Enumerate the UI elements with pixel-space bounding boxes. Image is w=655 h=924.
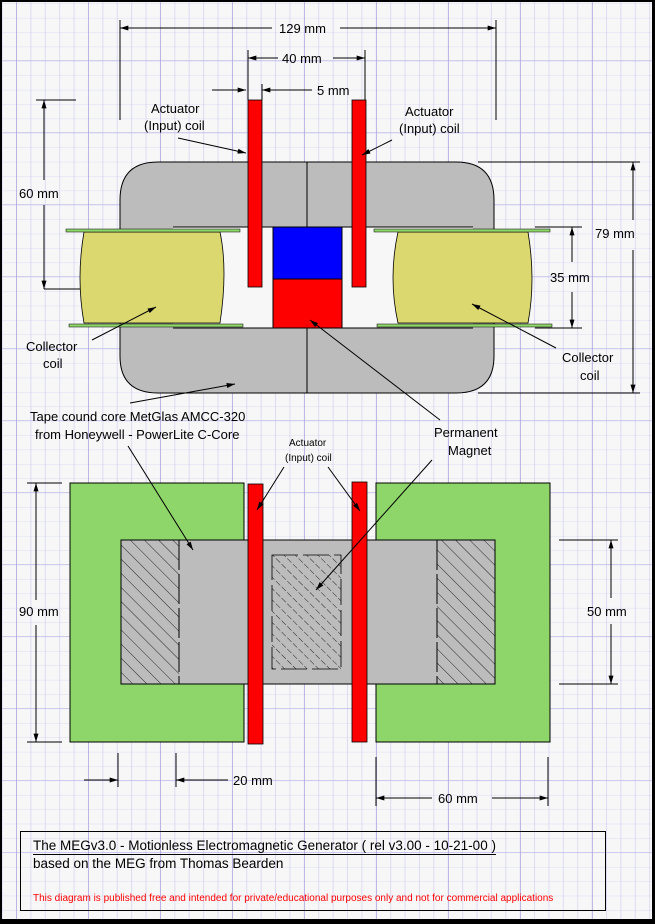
label-core-1: Tape cound core MetGlas AMCC-320: [30, 409, 245, 424]
actuator-coil-left-side: [247, 483, 264, 745]
collector-coil-left: [65, 228, 244, 328]
side-core-center: [120, 539, 496, 685]
dimension-129mm: 129 mm: [119, 20, 497, 120]
dimension-90mm: 90 mm: [19, 482, 62, 743]
dim-core-height-label: 50 mm: [587, 604, 627, 619]
dim-side-height-label: 90 mm: [19, 604, 59, 619]
dim-height-left-label: 60 mm: [19, 186, 59, 201]
dimension-60mm: 60 mm: [19, 99, 96, 290]
dim-actuator-spacing-label: 40 mm: [282, 51, 322, 66]
label-actuator-left-1: Actuator: [151, 101, 200, 116]
label-collector-left-2: coil: [43, 356, 63, 371]
label-core-2: from Honeywell - PowerLite C-Core: [35, 427, 239, 442]
label-collector-left-1: Collector: [26, 339, 78, 354]
dim-coil-height-label: 35 mm: [550, 270, 590, 285]
dimension-35mm: 35 mm: [535, 226, 590, 329]
collector-coil-right: [373, 228, 553, 328]
actuator-coil-right-side: [351, 481, 368, 743]
label-side-actuator-2: (Input) coil: [285, 453, 332, 464]
dim-actuator-thickness-label: 5 mm: [317, 83, 350, 98]
dim-height-right-label: 79 mm: [595, 226, 635, 241]
label-side-actuator-1: Actuator: [289, 438, 327, 449]
dimension-50mm: 50 mm: [559, 539, 627, 685]
caption-box: The MEGv3.0 - Motionless Electromagnetic…: [20, 831, 606, 911]
label-magnet-2: Magnet: [448, 443, 492, 458]
label-collector-right-2: coil: [580, 368, 600, 383]
dim-core-width-label: 60 mm: [438, 791, 478, 806]
dim-leg-width-label: 20 mm: [233, 773, 273, 788]
label-actuator-left-2: (Input) coil: [144, 118, 205, 133]
label-actuator-right-2: (Input) coil: [399, 121, 460, 136]
label-actuator-right-1: Actuator: [405, 104, 454, 119]
dimension-79mm: 79 mm: [478, 161, 640, 394]
dimension-20mm: 20 mm: [84, 753, 273, 788]
caption-note: This diagram is published free and inten…: [33, 893, 554, 904]
actuator-coil-right-top: [351, 99, 367, 288]
label-magnet-1: Permanent: [434, 425, 498, 440]
permanent-magnet-top: [272, 226, 343, 329]
dimension-5mm: 5 mm: [212, 83, 350, 100]
actuator-coil-left-top: [247, 99, 263, 288]
caption-title: The MEGv3.0 - Motionless Electromagnetic…: [33, 838, 496, 855]
dim-overall-width-label: 129 mm: [279, 21, 326, 36]
label-collector-right-1: Collector: [562, 350, 614, 365]
dimension-60mm-bottom: 60 mm: [375, 757, 549, 806]
caption-subtitle: based on the MEG from Thomas Bearden: [33, 856, 284, 871]
